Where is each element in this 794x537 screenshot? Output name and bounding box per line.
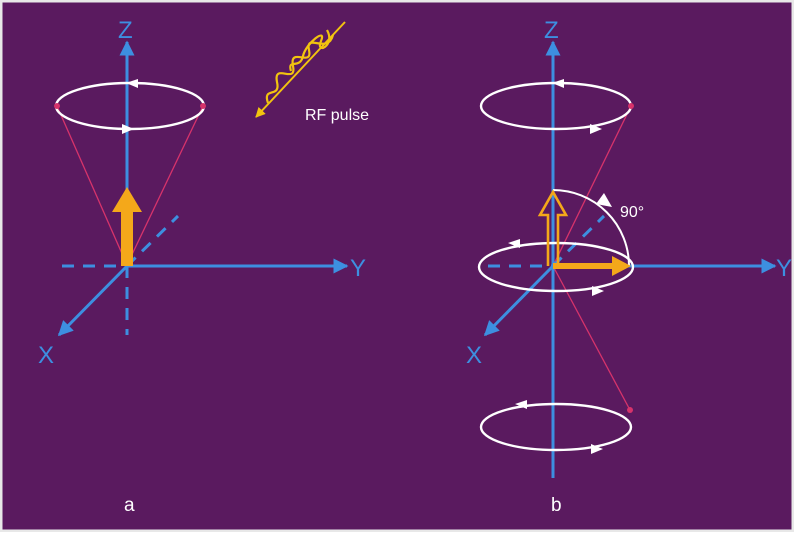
x-axis-negative-dashed <box>551 214 606 268</box>
cone-line-right <box>126 105 204 266</box>
precession-arrow-bottom-back-icon <box>515 400 527 409</box>
cone-point-left <box>54 103 60 109</box>
z-axis-label: Z <box>118 17 133 44</box>
precession-arrow-top-front-icon <box>590 124 602 134</box>
x-axis <box>483 264 555 337</box>
net-magnetization-arrow <box>112 187 142 266</box>
original-magnetization-arrow <box>537 189 569 266</box>
rf-pulse-icon <box>255 21 346 118</box>
panel-b-caption: b <box>551 495 562 516</box>
precession-path-middle <box>477 241 635 293</box>
y-axis-label: Y <box>776 255 792 282</box>
cone-point-top <box>628 103 634 109</box>
cone-point-right <box>200 103 206 109</box>
panel-b: Z Y X 90° b <box>466 17 792 516</box>
flip-angle-label: 90° <box>620 204 644 221</box>
precession-arrow-middle-front-icon <box>592 286 604 296</box>
panel-a: Z Y X RF pulse a <box>38 17 369 516</box>
panel-a-caption: a <box>124 495 135 516</box>
precession-arrow-bottom-front-icon <box>591 444 603 454</box>
cone-point-bottom <box>627 407 633 413</box>
precession-arrow-front-icon <box>122 124 134 134</box>
x-axis-label: X <box>466 342 482 369</box>
precession-arrow-middle-back-icon <box>508 239 520 248</box>
y-axis-label: Y <box>350 255 366 282</box>
flipped-magnetization-head <box>612 256 631 276</box>
x-axis-label: X <box>38 342 54 369</box>
flip-angle-arc <box>552 189 630 267</box>
precession-arrow-top-back-icon <box>552 79 564 88</box>
cone-line-upper <box>552 105 632 267</box>
z-axis-label: Z <box>544 17 559 44</box>
x-axis-negative-dashed <box>125 214 180 268</box>
cone-line-left <box>56 105 128 266</box>
precession-arrow-back-icon <box>126 79 138 88</box>
x-axis <box>57 264 129 337</box>
precession-path-bottom <box>479 402 633 452</box>
rf-pulse-label: RF pulse <box>305 107 369 124</box>
flip-angle-arc-arrow-icon <box>596 193 612 207</box>
